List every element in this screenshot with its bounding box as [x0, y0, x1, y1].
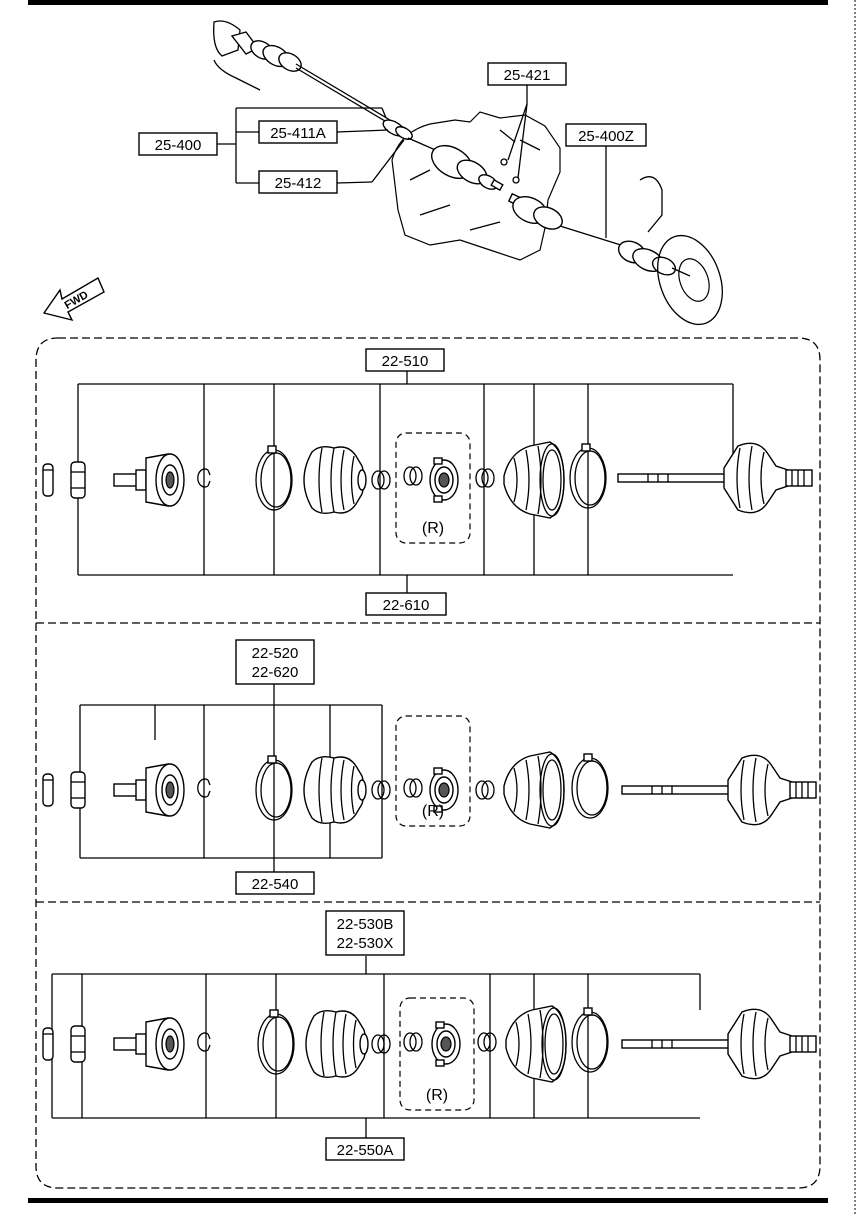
section-3-parts	[42, 1005, 817, 1083]
svg-text:25-421: 25-421	[504, 67, 551, 84]
svg-text:25-400: 25-400	[155, 137, 202, 154]
svg-text:22-510: 22-510	[382, 353, 429, 370]
callout-22-610: 22-610	[365, 592, 447, 616]
section-2-option-box: (R)	[395, 715, 471, 827]
svg-text:22-520: 22-520	[252, 645, 299, 662]
callout-25-400z: 25-400Z	[565, 123, 647, 238]
callout-22-510: 22-510	[365, 348, 445, 372]
section-3: (R) 22-530B 22-530X 22-550A	[42, 910, 817, 1161]
svg-text:FWD: FWD	[63, 289, 91, 312]
callout-22-540: 22-540	[235, 871, 315, 895]
callout-22-550a: 22-550A	[325, 1137, 405, 1161]
callout-25-400: 25-400	[138, 107, 387, 183]
svg-text:25-411A: 25-411A	[270, 125, 326, 142]
transaxle-outline	[391, 111, 561, 261]
svg-text:22-550A: 22-550A	[337, 1142, 394, 1159]
sections-frame	[35, 337, 821, 1189]
svg-text:25-412: 25-412	[275, 175, 322, 192]
callout-25-411a: 25-411A	[236, 120, 389, 144]
section-1: (R) 22-510 22-610	[42, 348, 813, 616]
section-1-parts	[42, 441, 813, 519]
left-wheel-hub-outline	[213, 20, 261, 91]
svg-text:22-620: 22-620	[252, 664, 299, 681]
svg-text:(R): (R)	[426, 1087, 448, 1104]
page-frame	[28, 0, 856, 1214]
left-drive-shaft	[230, 31, 504, 192]
callout-22-530b-22-530x: 22-530B 22-530X	[325, 910, 405, 956]
section-1-option-box: (R)	[395, 432, 471, 544]
svg-text:22-530X: 22-530X	[337, 935, 394, 952]
svg-text:22-530B: 22-530B	[337, 916, 394, 933]
section-1-bracket	[77, 370, 734, 594]
overview-assembly: 25-421 25-400 25-411A 25-412	[42, 20, 723, 326]
svg-text:(R): (R)	[422, 520, 444, 537]
svg-text:22-540: 22-540	[252, 876, 299, 893]
right-drive-shaft	[507, 192, 691, 277]
svg-text:22-610: 22-610	[383, 597, 430, 614]
right-brake-disc-outline	[639, 176, 723, 326]
svg-text:25-400Z: 25-400Z	[578, 128, 634, 145]
callout-25-421: 25-421	[487, 62, 567, 179]
circlips-small	[500, 158, 520, 184]
section-3-option-box: (R)	[399, 997, 475, 1111]
section-2: (R) 22-520 22-620 22-540	[42, 639, 817, 895]
callout-25-412: 25-412	[236, 139, 405, 194]
svg-text:(R): (R)	[422, 803, 444, 820]
fwd-arrow-icon: FWD	[42, 276, 105, 322]
callout-22-520-22-620: 22-520 22-620	[235, 639, 315, 685]
